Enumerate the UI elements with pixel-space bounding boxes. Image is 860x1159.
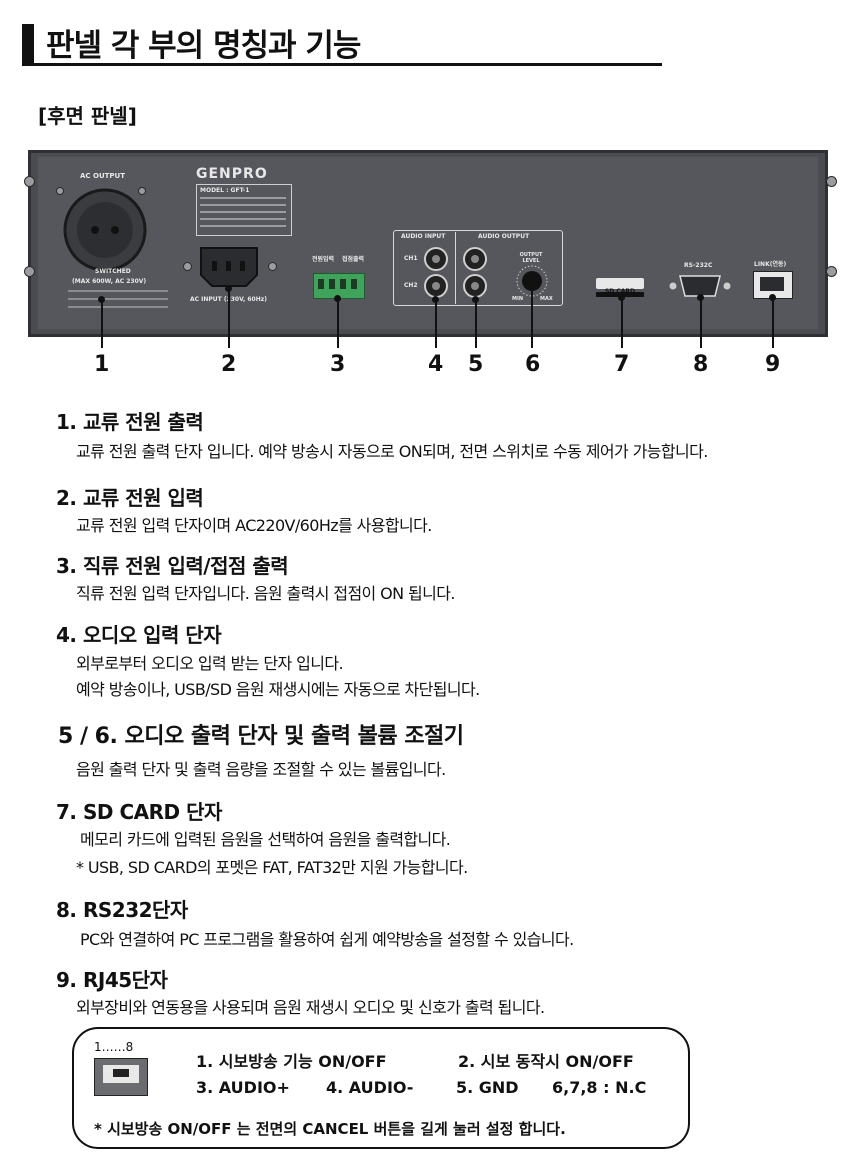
- callout-number: 4: [428, 352, 444, 377]
- audio-output-label: AUDIO OUTPUT: [478, 233, 530, 240]
- volume-knob-icon: [516, 265, 548, 297]
- item-description: 교류 전원 출력 단자 입니다. 예약 방송시 자동으로 ON되며, 전면 스위…: [76, 442, 708, 461]
- item-title: 9. RJ45단자: [56, 968, 168, 992]
- item-title: 2. 교류 전원 입력: [56, 486, 204, 510]
- item-description: 직류 전원 입력 단자입니다. 음원 출력시 접점이 ON 됩니다.: [76, 584, 455, 603]
- max-label: MAX: [540, 296, 553, 302]
- min-label: MIN: [512, 296, 524, 302]
- section-label: [후면 판넬]: [38, 104, 137, 128]
- inlet-screw: [268, 262, 277, 271]
- item-title: 3. 직류 전원 입력/접점 출력: [56, 554, 289, 578]
- item-title: 1. 교류 전원 출력: [56, 410, 204, 434]
- switched-spec: (MAX 600W, AC 230V): [72, 278, 147, 285]
- model-label: MODEL : GFT-1: [200, 187, 250, 194]
- callout-number: 6: [525, 352, 541, 377]
- brand-logo: GENPRO: [196, 166, 268, 182]
- pin678-description: 6,7,8 : N.C: [552, 1078, 647, 1097]
- rs232c-label: RS-232C: [684, 262, 713, 269]
- rack-screw: [826, 266, 837, 277]
- rack-screw: [24, 176, 35, 187]
- callout-number: 8: [693, 352, 709, 377]
- leader-line: [475, 300, 477, 348]
- page-title: 판넬 각 부의 명칭과 기능: [46, 28, 361, 64]
- item-description: * USB, SD CARD의 포멧은 FAT, FAT32만 지원 가능합니다…: [76, 858, 468, 877]
- item-title: 5 / 6. 오디오 출력 단자 및 출력 볼륨 조절기: [58, 724, 464, 749]
- leader-line: [337, 299, 339, 348]
- pin-range-label: 1……8: [94, 1040, 134, 1054]
- callout-number: 1: [94, 352, 110, 377]
- link-label: LINK(연동): [754, 261, 787, 268]
- callout-number: 3: [330, 352, 346, 377]
- rear-panel-face: [38, 157, 818, 329]
- item-description: 교류 전원 입력 단자이며 AC220V/60Hz를 사용합니다.: [76, 516, 432, 535]
- iec-inlet-icon: [200, 247, 258, 287]
- rack-screw: [826, 176, 837, 187]
- title-bar-marker: [22, 24, 34, 64]
- audio-section-frame: [393, 230, 563, 306]
- dc-power-label: 전원입력: [312, 256, 335, 263]
- pin5-description: 5. GND: [456, 1078, 519, 1097]
- item-title: 7. SD CARD 단자: [56, 800, 222, 824]
- warning-text-line: [68, 298, 168, 300]
- callout-number: 9: [765, 352, 781, 377]
- title-underline: [22, 63, 662, 66]
- switched-label: SWITCHED: [95, 268, 131, 275]
- contact-output-label: 접점출력: [342, 256, 365, 263]
- warning-text-line: [68, 306, 168, 308]
- callout-number: 2: [221, 352, 237, 377]
- rca-input-jacks-icon: [424, 247, 448, 298]
- callout-number: 5: [468, 352, 484, 377]
- sd-card-plate: SD CARD: [596, 278, 644, 295]
- ch1-label: CH1: [404, 255, 418, 262]
- box-note: * 시보방송 ON/OFF 는 전면의 CANCEL 버튼을 길게 눌러 설정 …: [94, 1120, 566, 1138]
- item-description: 외부장비와 연동용을 사용되며 음원 재생시 오디오 및 신호가 출력 됩니다.: [76, 998, 545, 1017]
- sd-card-label: SD CARD: [605, 288, 635, 295]
- audio-input-label: AUDIO INPUT: [401, 233, 446, 240]
- item-description: 메모리 카드에 입력된 음원을 선택하여 음원을 출력합니다.: [80, 830, 451, 849]
- output-level-label: OUTPUT LEVEL: [519, 252, 543, 264]
- item-description: 외부로부터 오디오 입력 받는 단자 입니다.: [76, 654, 344, 673]
- leader-line: [621, 298, 623, 348]
- rj45-jack-icon: [94, 1058, 148, 1096]
- outlet-screw: [138, 187, 146, 195]
- pin2-description: 2. 시보 동작시 ON/OFF: [458, 1052, 634, 1071]
- spec-label-plate: MODEL : GFT-1: [196, 184, 292, 236]
- item-title: 4. 오디오 입력 단자: [56, 623, 222, 647]
- leader-line: [435, 300, 437, 348]
- rack-screw: [24, 266, 35, 277]
- leader-line: [700, 298, 702, 348]
- outlet-screw: [56, 187, 64, 195]
- ac-outlet-icon: [63, 188, 147, 272]
- leader-line: [531, 291, 533, 348]
- pin1-description: 1. 시보방송 기능 ON/OFF: [196, 1052, 387, 1071]
- item-description: PC와 연결하여 PC 프로그램을 활용하여 쉽게 예약방송을 설정할 수 있습…: [80, 930, 574, 949]
- item-description: 예약 방송이나, USB/SD 음원 재생시에는 자동으로 차단됩니다.: [76, 680, 480, 699]
- warning-text-line: [68, 290, 168, 292]
- ch2-label: CH2: [404, 282, 418, 289]
- rj45-pinout-box: [72, 1027, 690, 1149]
- pin4-description: 4. AUDIO-: [326, 1078, 414, 1097]
- db9-connector-icon: [669, 275, 731, 297]
- leader-line: [772, 298, 774, 348]
- leader-line: [228, 289, 230, 348]
- callout-number: 7: [614, 352, 630, 377]
- leader-line: [101, 300, 103, 348]
- inlet-screw: [183, 262, 192, 271]
- item-description: 음원 출력 단자 및 출력 음량을 조절할 수 있는 볼륨입니다.: [76, 760, 446, 779]
- ac-output-label: AC OUTPUT: [80, 172, 125, 180]
- item-title: 8. RS232단자: [56, 898, 188, 922]
- rca-output-jacks-icon: [463, 247, 487, 298]
- pin3-description: 3. AUDIO+: [196, 1078, 290, 1097]
